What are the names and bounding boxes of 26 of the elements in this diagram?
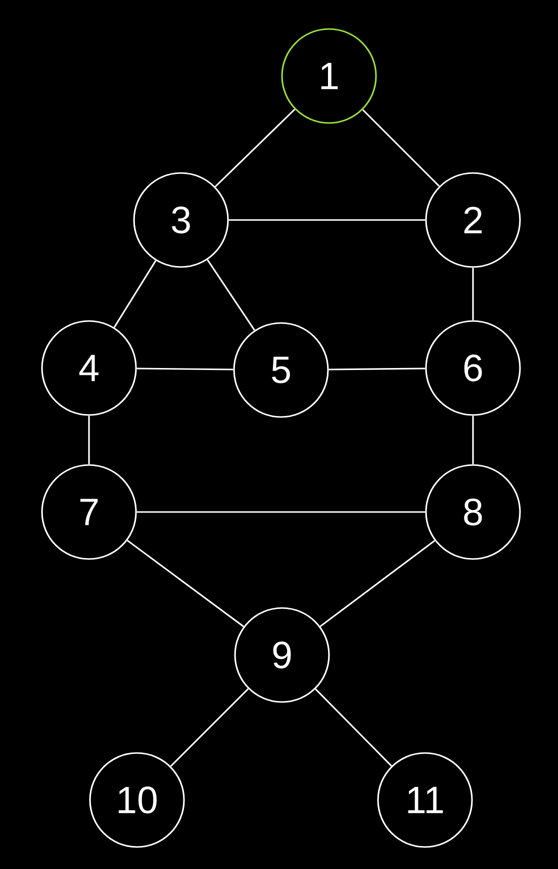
circle-node: 6 xyxy=(425,320,521,416)
circle-node: 4 xyxy=(41,320,137,416)
connector-line xyxy=(136,511,426,513)
connector-line xyxy=(328,368,426,370)
circle-node: 8 xyxy=(425,464,521,560)
circle-node: 1 xyxy=(281,28,377,124)
connector-line xyxy=(170,688,249,767)
circle-node: 11 xyxy=(377,752,473,848)
connector-line xyxy=(126,540,244,628)
circle-node: 3 xyxy=(133,172,229,268)
connector-line xyxy=(472,416,474,464)
connector-line xyxy=(315,688,392,767)
connector-line xyxy=(362,109,440,187)
connector-line xyxy=(206,259,256,331)
connector-line xyxy=(320,540,436,627)
circle-node: 7 xyxy=(41,464,137,560)
connector-line xyxy=(472,268,474,320)
connector-line xyxy=(114,260,156,328)
connector-line xyxy=(136,368,234,370)
circle-node: 5 xyxy=(233,322,329,418)
circle-node: 2 xyxy=(425,172,521,268)
connector-line xyxy=(88,416,90,464)
circle-node: 10 xyxy=(89,752,185,848)
connector-line xyxy=(228,219,426,221)
circle-node: 9 xyxy=(234,607,330,703)
connector-line xyxy=(214,108,296,188)
